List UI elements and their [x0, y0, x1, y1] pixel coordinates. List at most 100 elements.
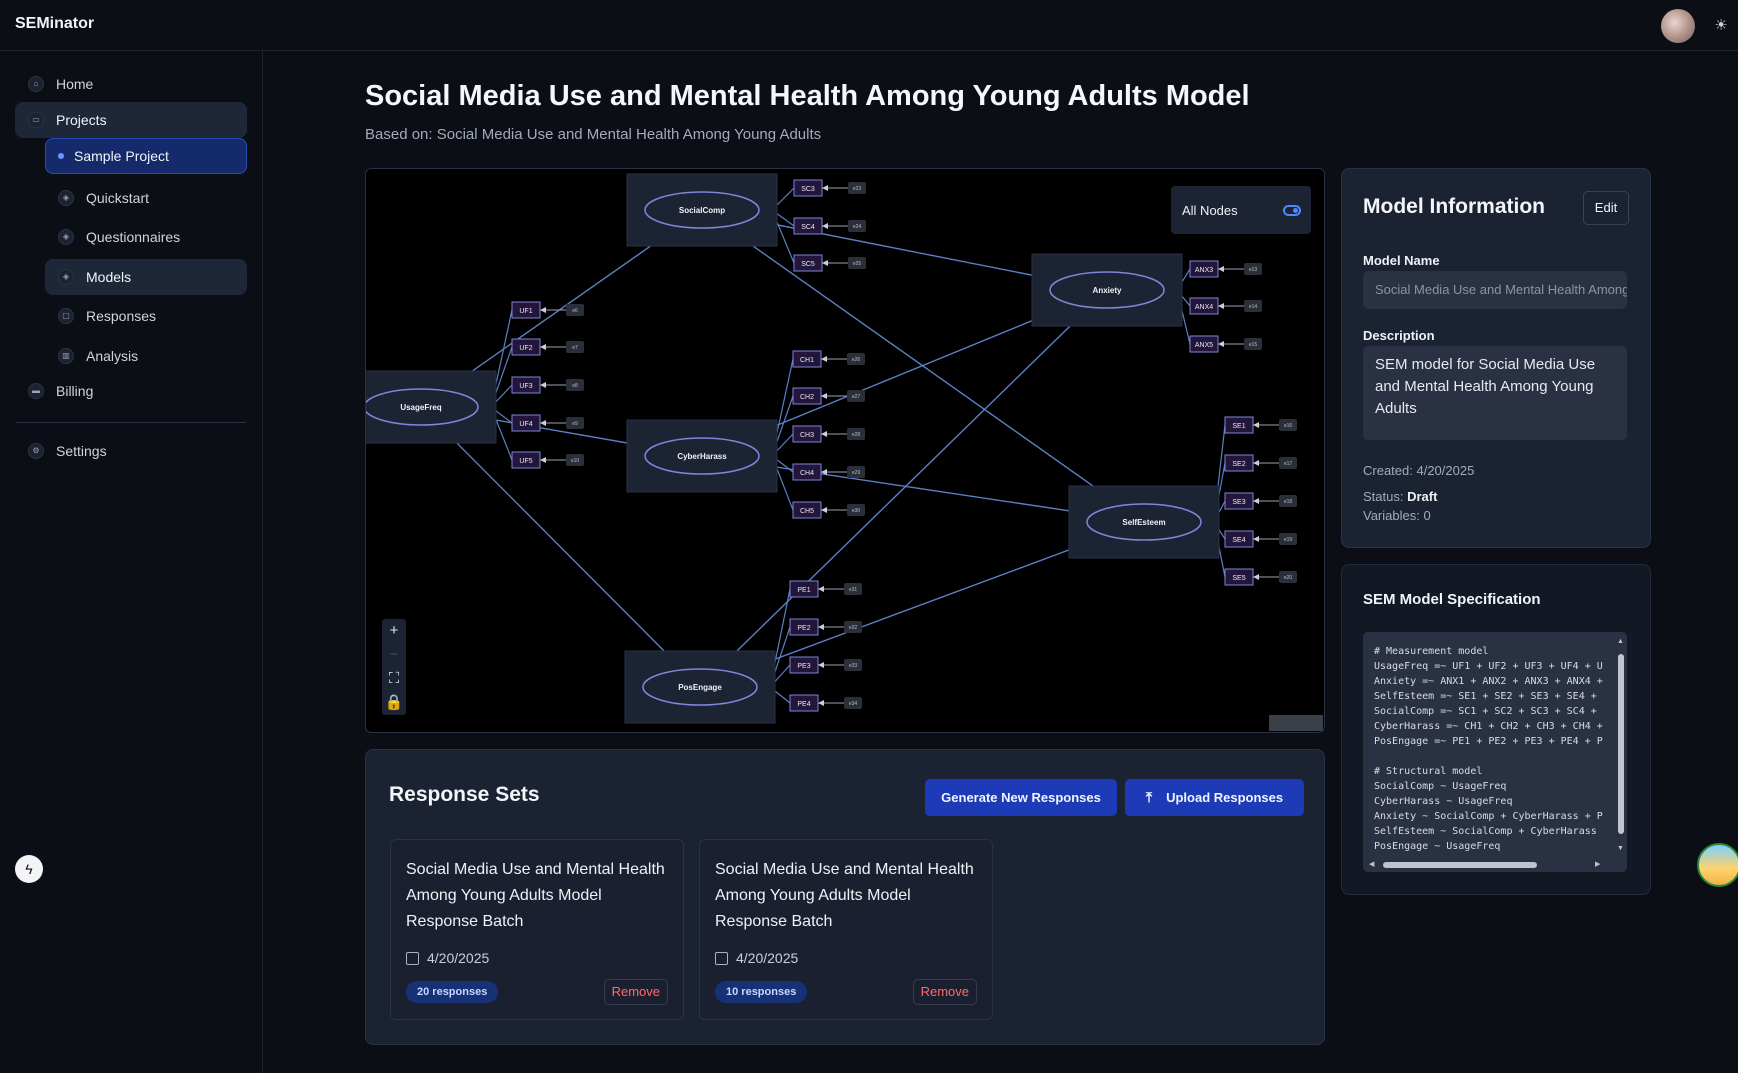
generate-responses-button[interactable]: Generate New Responses — [925, 779, 1117, 816]
error-term-node — [844, 659, 862, 671]
scroll-left-icon[interactable]: ◀ — [1369, 861, 1375, 868]
indicator-label: SE1 — [1232, 423, 1245, 430]
sidebar-item-billing[interactable]: ▬Billing — [15, 373, 247, 409]
remove-button[interactable]: Remove — [603, 979, 668, 1005]
remove-button[interactable]: Remove — [912, 979, 977, 1005]
error-term-node — [848, 220, 866, 232]
node-filter[interactable]: All Nodes — [1171, 186, 1311, 234]
scroll-thumb[interactable] — [1618, 654, 1624, 834]
scroll-thumb[interactable] — [1383, 862, 1537, 868]
cube-icon: ◈ — [58, 229, 74, 245]
sidebar-item-label: Analysis — [86, 348, 139, 364]
sem-spec-code[interactable]: # Measurement model UsageFreq =~ UF1 + U… — [1363, 632, 1627, 872]
sidebar-item-home[interactable]: ⌂Home — [15, 66, 247, 102]
sidebar-item-label: Models — [86, 269, 132, 285]
latent-variable-label: PosEngage — [678, 683, 722, 692]
sem-spec-title: SEM Model Specification — [1363, 591, 1541, 608]
zoom-out-button[interactable]: − — [389, 646, 399, 663]
sun-icon[interactable]: ☀ — [1714, 17, 1728, 34]
indicator-label: UF4 — [519, 421, 532, 428]
sidebar-item-questionnaires[interactable]: ◈Questionnaires — [45, 219, 247, 255]
indicator-label: SC3 — [801, 186, 815, 193]
model-information-title: Model Information — [1363, 195, 1545, 218]
horizontal-scrollbar[interactable]: ◀ ▶ — [1369, 860, 1607, 870]
node-filter-toggle[interactable] — [1283, 205, 1301, 216]
model-name-field[interactable]: Social Media Use and Mental Health Among… — [1363, 271, 1627, 309]
description-field[interactable]: SEM model for Social Media Use and Menta… — [1363, 346, 1627, 440]
sidebar-item-label: Responses — [86, 308, 157, 324]
indicator-label: ANX4 — [1195, 304, 1213, 311]
error-term-node — [566, 304, 584, 316]
upload-icon: ⤒ — [1145, 789, 1153, 805]
vertical-scrollbar[interactable]: ▲ ▼ — [1617, 638, 1625, 852]
indicator-label: SE4 — [1232, 537, 1245, 544]
sidebar-item-label: Home — [56, 76, 94, 92]
sidebar-item-label: Quickstart — [86, 190, 150, 206]
sidebar-item-label: Sample Project — [74, 148, 169, 164]
error-term-label: e29 — [852, 470, 861, 476]
error-term-node — [566, 454, 584, 466]
indicator-label: PE1 — [797, 587, 810, 594]
sidebar-item-projects[interactable]: ▭Projects — [15, 102, 247, 138]
error-term-label: e19 — [1284, 537, 1293, 543]
indicator-label: CH1 — [800, 357, 814, 364]
sidebar-item-sample-project[interactable]: Sample Project — [45, 138, 247, 174]
sidebar-item-analysis[interactable]: ▥Analysis — [45, 338, 247, 374]
node-filter-label: All Nodes — [1182, 202, 1238, 218]
scroll-up-icon[interactable]: ▲ — [1617, 638, 1624, 645]
error-term-label: e32 — [849, 625, 858, 631]
error-arrowhead — [540, 307, 546, 313]
response-count-badge: 20 responses — [406, 981, 499, 1003]
error-arrowhead — [818, 662, 824, 668]
error-term-label: e8 — [572, 383, 578, 389]
error-term-label: e34 — [849, 701, 858, 707]
error-term-label: e25 — [853, 261, 862, 267]
latent-variable-ellipse — [644, 191, 760, 229]
scroll-down-icon[interactable]: ▼ — [1617, 845, 1624, 852]
error-term-node — [566, 341, 584, 353]
indicator-label: SC5 — [801, 261, 815, 268]
page-title: Social Media Use and Mental Health Among… — [365, 80, 1250, 112]
scroll-right-icon[interactable]: ▶ — [1595, 861, 1601, 868]
edit-button[interactable]: Edit — [1583, 191, 1629, 225]
palm-tree-icon[interactable] — [1697, 843, 1738, 887]
model-name-label: Model Name — [1363, 253, 1440, 268]
indicator-label: SE5 — [1232, 575, 1245, 582]
zoom-in-button[interactable]: + — [389, 622, 399, 639]
error-term-node — [847, 428, 865, 440]
structural-path — [420, 406, 701, 688]
error-arrowhead — [818, 586, 824, 592]
indicator-label: CH5 — [800, 508, 814, 515]
created-date: Created: 4/20/2025 — [1363, 463, 1475, 478]
upload-responses-label: Upload Responses — [1166, 790, 1284, 805]
fit-view-button[interactable]: ⛶ — [388, 670, 400, 687]
response-sets-panel: Response Sets Generate New Responses ⤒Up… — [365, 749, 1325, 1045]
response-card-date-text: 4/20/2025 — [736, 950, 799, 966]
upload-responses-button[interactable]: ⤒ Upload Responses — [1125, 779, 1304, 816]
error-term-node — [1279, 533, 1297, 545]
sidebar-item-settings[interactable]: ⚙Settings — [15, 433, 247, 469]
error-arrowhead — [822, 185, 828, 191]
lightning-icon[interactable]: ϟ — [15, 855, 43, 883]
indicator-label: CH3 — [800, 432, 814, 439]
indicator-label: CH4 — [800, 470, 814, 477]
model-information-panel: Model Information Edit Model Name Social… — [1341, 168, 1651, 548]
attribution-tag — [1269, 715, 1323, 731]
error-term-label: e9 — [572, 421, 578, 427]
error-term-label: e20 — [1284, 575, 1293, 581]
response-card[interactable]: Social Media Use and Mental Health Among… — [390, 839, 684, 1020]
sidebar-item-responses[interactable]: ▢Responses — [45, 298, 247, 334]
latent-node-box — [626, 173, 778, 247]
sidebar-item-quickstart[interactable]: ◈Quickstart — [45, 180, 247, 216]
structural-path — [701, 209, 1145, 523]
latent-variable-ellipse — [1049, 271, 1165, 309]
error-term-label: e18 — [1284, 499, 1293, 505]
avatar[interactable] — [1661, 9, 1695, 43]
error-arrowhead — [821, 469, 827, 475]
sidebar-item-models[interactable]: ◈Models — [45, 259, 247, 295]
response-card[interactable]: Social Media Use and Mental Health Among… — [699, 839, 993, 1020]
structural-path — [699, 289, 1108, 688]
brand-logo[interactable]: SEMinator — [15, 15, 95, 32]
lock-button[interactable]: 🔒 — [384, 694, 404, 711]
